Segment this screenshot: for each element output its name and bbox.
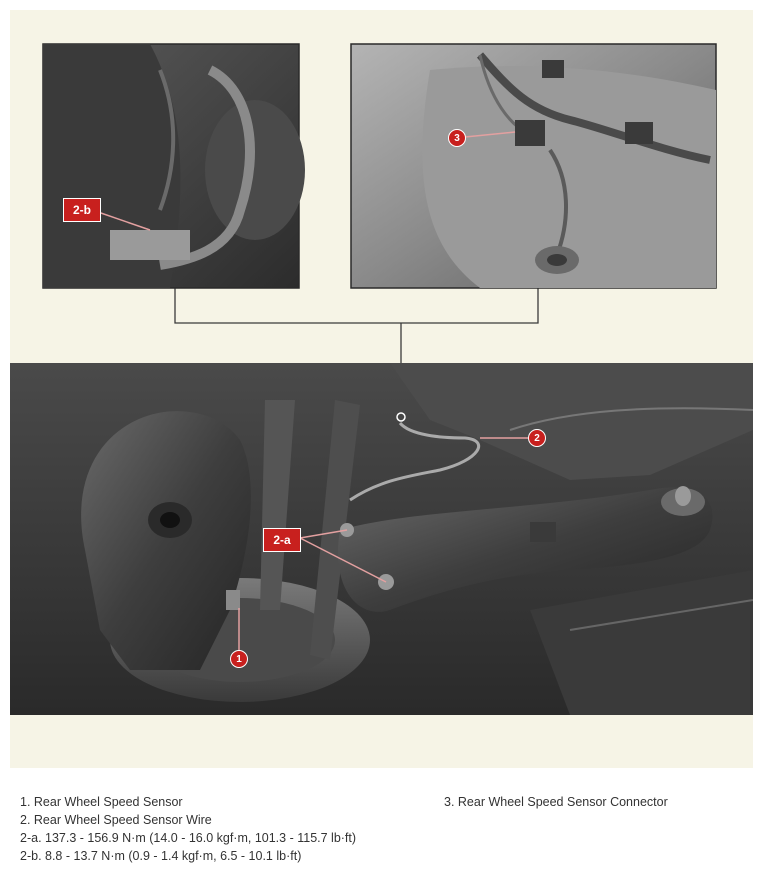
callout-2: 2: [528, 429, 546, 447]
legend: 1. Rear Wheel Speed Sensor 2. Rear Wheel…: [0, 768, 763, 872]
inset-connector-lines: [174, 288, 539, 365]
suspension-illustration: [10, 43, 753, 715]
legend-item-3: 3. Rear Wheel Speed Sensor Connector: [444, 795, 668, 809]
legend-item-2b: 2-b. 8.8 - 13.7 N·m (0.9 - 1.4 kgf·m, 6.…: [20, 849, 302, 863]
callout-1: 1: [230, 650, 248, 668]
illustration-area: 2-b 3 2 2-a 1: [10, 10, 753, 768]
inset-right: [350, 43, 717, 289]
callout-2b: 2-b: [63, 198, 101, 222]
main-suspension-view: [10, 363, 753, 715]
callout-3: 3: [448, 129, 466, 147]
legend-item-2a: 2-a. 137.3 - 156.9 N·m (14.0 - 16.0 kgf·…: [20, 831, 357, 845]
inset-left: [42, 43, 305, 289]
legend-item-1: 1. Rear Wheel Speed Sensor: [20, 795, 183, 809]
callout-2a: 2-a: [263, 528, 301, 552]
legend-item-2: 2. Rear Wheel Speed Sensor Wire: [20, 813, 212, 827]
